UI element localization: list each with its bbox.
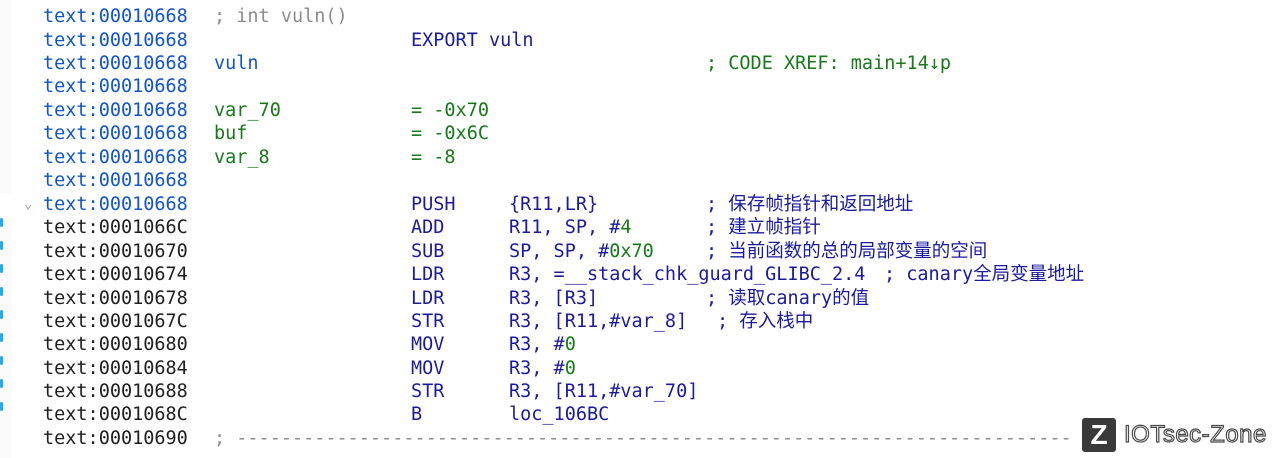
gutter-marker	[0, 241, 3, 250]
code-line[interactable]: text:00010668	[0, 169, 1280, 193]
line-address: text:00010684	[43, 358, 188, 379]
line-operands[interactable]: R3, =__stack_chk_guard_GLIBC_2.4	[509, 264, 866, 285]
line-address: text:00010668	[43, 30, 188, 51]
line-address: text:00010668	[43, 6, 188, 27]
code-line[interactable]: text:0001068C B loc_106BC	[0, 403, 1280, 427]
line-comment: ; 保存帧指针和返回地址	[706, 194, 914, 215]
line-mnemonic: ADD	[411, 217, 445, 238]
line-mnemonic: MOV	[411, 358, 445, 379]
line-mnemonic: EXPORT vuln	[411, 30, 534, 51]
code-line[interactable]: text:00010678 LDR R3, [R3] ; 读取canary的值	[0, 287, 1280, 311]
line-mnemonic: B	[411, 404, 423, 425]
line-operands: R3, [R3]	[509, 288, 599, 309]
stack-var-name[interactable]: var_70	[214, 100, 281, 121]
line-address: text:00010678	[43, 288, 188, 309]
line-operands: R11, SP, #4	[509, 217, 632, 238]
line-operands: R3, #0	[509, 334, 576, 355]
stack-var-offset: = -8	[411, 147, 456, 168]
chevron-down-icon[interactable]: ⌄	[24, 196, 33, 212]
gutter-marker	[0, 264, 3, 273]
line-mnemonic: LDR	[411, 264, 445, 285]
code-line[interactable]: ⌄ text:00010668 PUSH {R11,LR} ; 保存帧指针和返回…	[0, 193, 1280, 217]
line-operands: SP, SP, #0x70	[509, 241, 654, 262]
line-mnemonic: STR	[411, 311, 445, 332]
line-mnemonic: PUSH	[411, 194, 456, 215]
code-line[interactable]: text:00010684 MOV R3, #0	[0, 357, 1280, 381]
line-operands: R3, [R11,#var_8]	[509, 311, 688, 332]
stack-var-name[interactable]: var_8	[214, 147, 270, 168]
line-address: text:00010668	[43, 123, 188, 144]
code-line[interactable]: text:00010668 EXPORT vuln	[0, 29, 1280, 53]
code-line[interactable]: text:00010668 vuln ; CODE XREF: main+14↓…	[0, 52, 1280, 76]
line-mnemonic: LDR	[411, 288, 445, 309]
line-comment: ; 读取canary的值	[706, 288, 870, 309]
line-address: text:00010680	[43, 334, 188, 355]
xref-comment[interactable]: ; CODE XREF: main+14↓p	[706, 53, 952, 74]
line-address: text:00010668	[43, 147, 188, 168]
line-address: text:0001067C	[43, 311, 188, 332]
stack-var-offset: = -0x70	[411, 100, 489, 121]
gutter	[0, 0, 12, 458]
line-address: text:00010690	[43, 428, 188, 449]
line-operands: R3, [R11,#var_70]	[509, 381, 699, 402]
code-line[interactable]: text:00010674 LDR R3, =__stack_chk_guard…	[0, 263, 1280, 287]
line-address: text:00010688	[43, 381, 188, 402]
stack-var-name[interactable]: buf	[214, 123, 248, 144]
code-line[interactable]: text:00010668 ; int vuln()	[0, 5, 1280, 29]
line-address: text:00010668	[43, 76, 188, 97]
line-comment: ; 当前函数的总的局部变量的空间	[706, 241, 988, 262]
watermark: Z IOTsec-Zone	[1082, 418, 1267, 452]
line-address: text:00010670	[43, 241, 188, 262]
line-comment: ; int vuln()	[214, 6, 348, 27]
code-line[interactable]: text:0001066C ADD R11, SP, #4 ; 建立帧指针	[0, 216, 1280, 240]
function-name[interactable]: vuln	[214, 53, 259, 74]
code-line[interactable]: text:00010668	[0, 75, 1280, 99]
line-address: text:00010668	[43, 194, 188, 215]
line-operands[interactable]: loc_106BC	[509, 404, 610, 425]
gutter-marker	[0, 310, 3, 319]
gutter-marker	[0, 402, 3, 411]
code-line[interactable]: text:00010668 buf = -0x6C	[0, 122, 1280, 146]
code-line[interactable]: text:00010670 SUB SP, SP, #0x70 ; 当前函数的总…	[0, 240, 1280, 264]
gutter-marker	[0, 379, 3, 388]
line-address: text:00010674	[43, 264, 188, 285]
gutter-marker	[0, 287, 3, 296]
line-operands: R3, #0	[509, 358, 576, 379]
line-comment: ; 建立帧指针	[706, 217, 821, 238]
code-line[interactable]: text:00010690 ; ------------------------…	[0, 427, 1280, 451]
line-comment: ; canary全局变量地址	[884, 264, 1085, 285]
line-address: text:0001068C	[43, 404, 188, 425]
watermark-logo: Z	[1082, 418, 1116, 452]
line-address: text:0001066C	[43, 217, 188, 238]
line-address: text:00010668	[43, 53, 188, 74]
gutter-marker	[0, 218, 3, 227]
line-address: text:00010668	[43, 100, 188, 121]
code-line[interactable]: text:00010680 MOV R3, #0	[0, 333, 1280, 357]
line-mnemonic: MOV	[411, 334, 445, 355]
line-operands: {R11,LR}	[509, 194, 599, 215]
code-line[interactable]: text:00010688 STR R3, [R11,#var_70]	[0, 380, 1280, 404]
separator-comment: ; --------------------------------------…	[214, 428, 1072, 449]
gutter-marker	[0, 333, 3, 342]
line-mnemonic: SUB	[411, 241, 445, 262]
code-line[interactable]: text:0001067C STR R3, [R11,#var_8] ; 存入栈…	[0, 310, 1280, 334]
code-line[interactable]: text:00010668 var_8 = -8	[0, 146, 1280, 170]
line-address: text:00010668	[43, 170, 188, 191]
line-comment: ; 存入栈中	[717, 311, 814, 332]
gutter-marker	[0, 356, 3, 365]
stack-var-offset: = -0x6C	[411, 123, 489, 144]
watermark-text: IOTsec-Zone	[1123, 420, 1267, 448]
line-mnemonic: STR	[411, 381, 445, 402]
code-line[interactable]: text:00010668 var_70 = -0x70	[0, 99, 1280, 123]
